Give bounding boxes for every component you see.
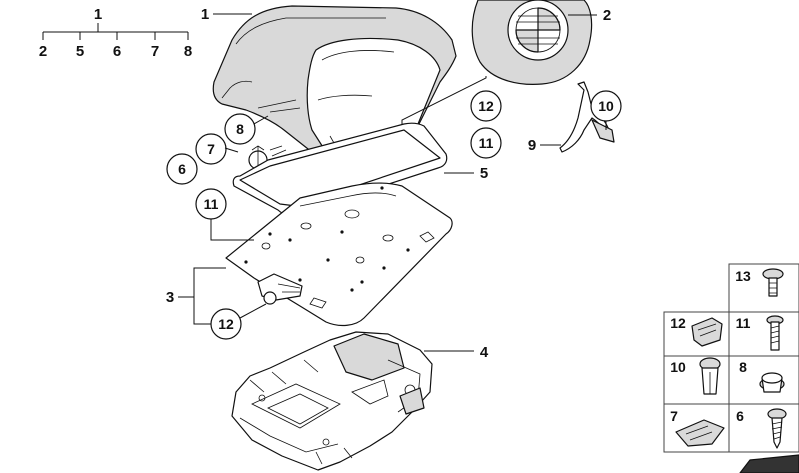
callout-4: 4	[480, 344, 489, 361]
legend-number: 11	[736, 315, 751, 331]
callout-3: 3	[166, 289, 174, 306]
tree-root-label: 1	[94, 6, 102, 23]
legend-number: 8	[739, 359, 747, 375]
legend-number: 10	[670, 359, 686, 375]
base-plate-part	[225, 182, 453, 327]
callout-8: 8	[236, 121, 244, 137]
callout-12-lower: 12	[218, 316, 234, 332]
callout-11-lower: 11	[204, 196, 219, 212]
tree-child-label: 2	[39, 43, 47, 60]
tree-child-label: 5	[76, 43, 84, 60]
callout-2: 2	[603, 7, 611, 24]
legend-number: 6	[736, 408, 744, 424]
tree-child-label: 8	[184, 43, 192, 60]
callout-9: 9	[528, 137, 536, 154]
lower-bracket-part	[231, 331, 433, 471]
tree-child-label: 7	[151, 43, 159, 60]
callout-10: 10	[598, 98, 614, 114]
screw-icon	[766, 315, 784, 351]
callout-7: 7	[207, 141, 215, 157]
legend-number: 13	[735, 268, 751, 284]
callout-5: 5	[480, 165, 488, 182]
grommet-icon	[759, 372, 785, 393]
legend-number: 7	[670, 408, 678, 424]
emblem-detail	[471, 0, 593, 85]
legend-number: 12	[670, 315, 686, 331]
screw-cap-icon	[762, 268, 784, 297]
spring-nut-icon	[675, 419, 725, 447]
tapping-screw-icon	[767, 408, 787, 449]
callout-12-upper: 12	[478, 98, 494, 114]
spring-clip-icon	[691, 317, 723, 347]
part-hierarchy-tree: 1 2 5 6 7 8	[39, 6, 192, 60]
callout-6: 6	[178, 161, 186, 177]
callout-11-upper: 11	[479, 135, 494, 151]
fastener-legend: 13 12 11 10 8	[663, 263, 799, 473]
frame-wire-part	[232, 122, 448, 216]
expanding-rivet-icon	[699, 357, 721, 395]
tree-child-label: 6	[113, 43, 121, 60]
callout-1: 1	[201, 6, 209, 23]
